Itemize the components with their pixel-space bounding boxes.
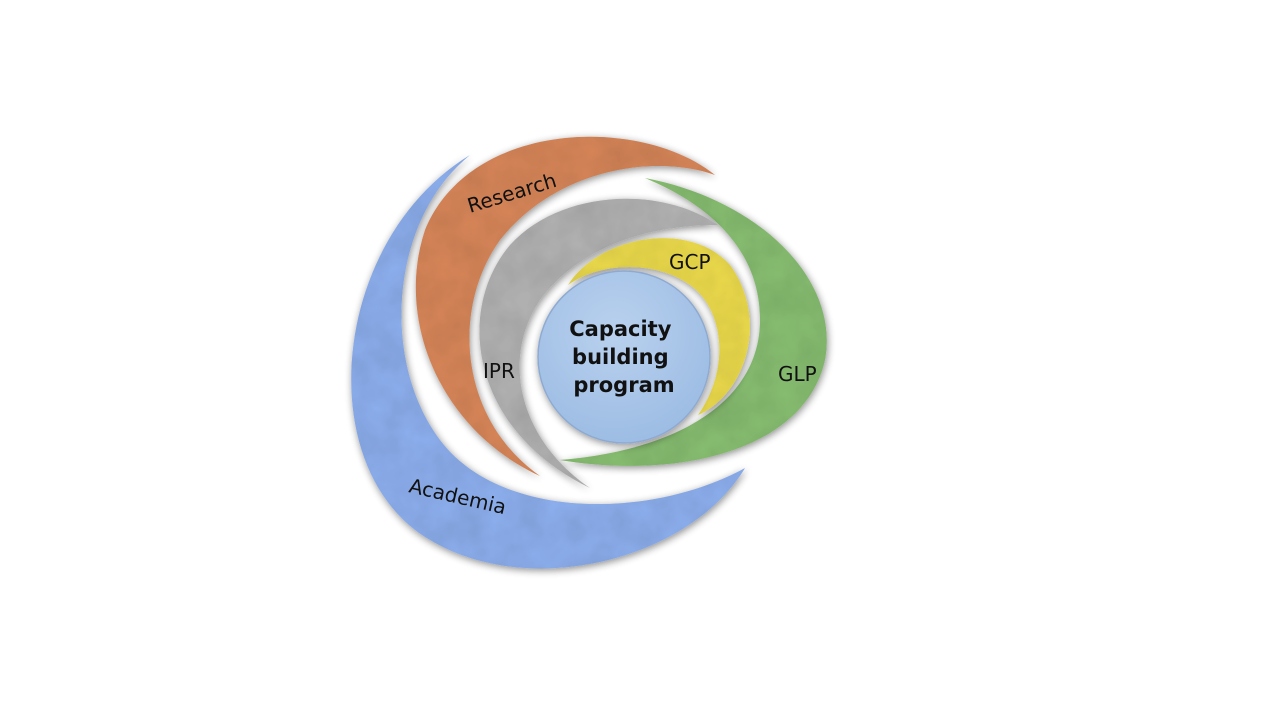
ipr-label: IPR [483,359,515,383]
center-label-line-3: program [573,373,674,397]
center-circle [537,270,711,444]
gcp-label: GCP [669,250,711,274]
research-crescent [415,136,715,476]
center-label: Capacity building program [569,317,678,397]
academia-crescent [351,155,745,569]
gcp-crescent [568,238,750,415]
ipr-crescent [479,198,718,489]
glp-crescent [560,178,827,466]
center-label-line-2: building [572,345,669,369]
glp-label: GLP [778,362,817,386]
center-label-line-1: Capacity [569,317,671,341]
